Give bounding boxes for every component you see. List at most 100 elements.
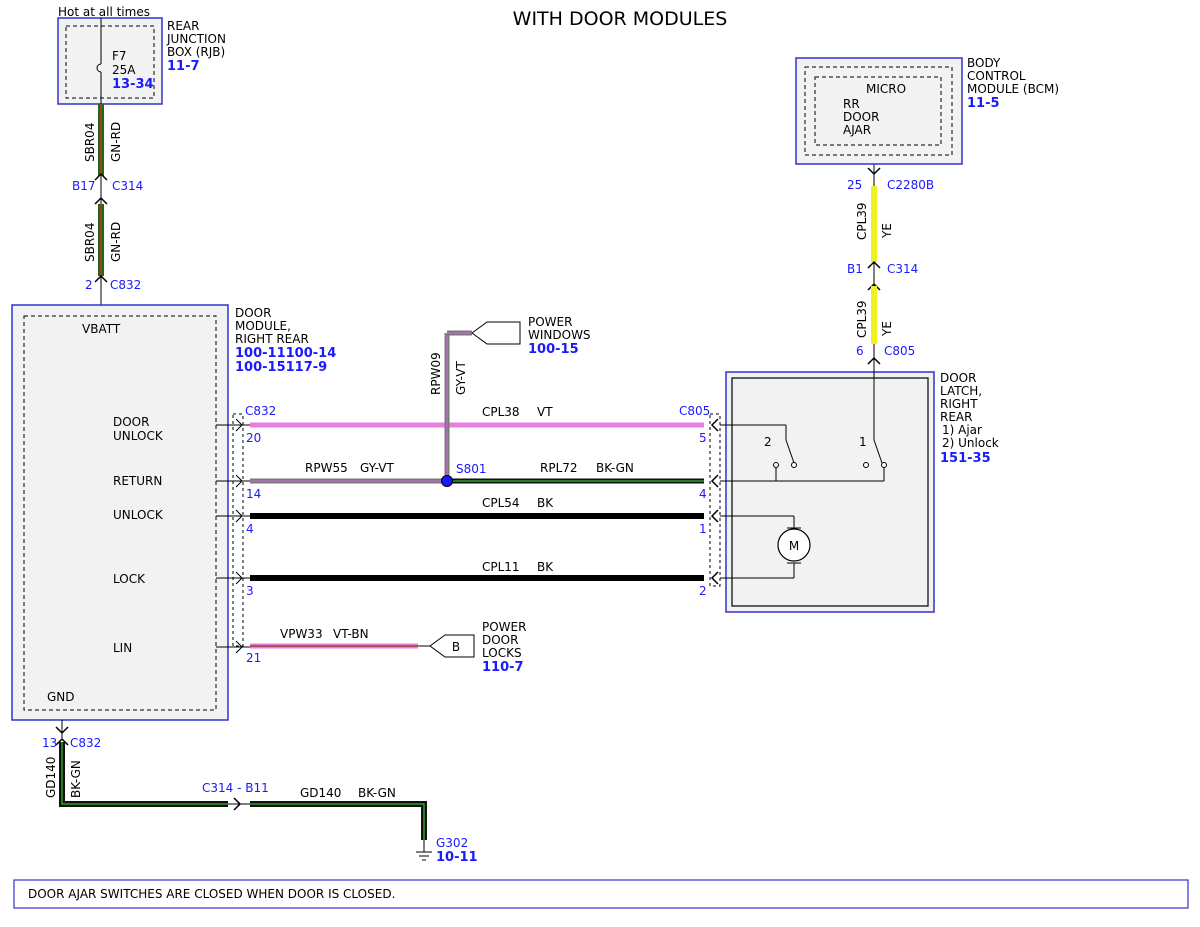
door-latch-name-3: RIGHT <box>940 397 978 411</box>
pin-lin-label: LIN <box>113 641 132 655</box>
c832-top-name: C832 <box>110 278 141 292</box>
connector-arrow-icon <box>867 167 881 176</box>
rpl72-circuit: RPL72 <box>540 461 578 475</box>
gd140-vert-color: BK-GN <box>69 760 83 798</box>
rjb-name-line-3: BOX (RJB) <box>167 45 225 59</box>
connector-arrow-icon <box>867 356 881 365</box>
gd140-horiz-circuit: GD140 <box>300 786 341 800</box>
vpw33-color: VT-BN <box>333 627 369 641</box>
pin-lock-label: LOCK <box>113 572 146 586</box>
connector-arrow-icon <box>55 737 69 746</box>
fuse-amps: 25A <box>112 63 136 77</box>
door-module-ref-1: 100-11100-14 <box>235 346 336 361</box>
power-windows-name-2: WINDOWS <box>528 328 591 342</box>
pin-right-4: 4 <box>699 487 707 501</box>
switch-contact-icon <box>773 462 779 468</box>
cpl54-color: BK <box>537 496 554 510</box>
pin-door-unlock-label-2: UNLOCK <box>113 429 164 443</box>
cpl11-wire: CPL11 BK <box>250 560 704 581</box>
module-pin-stubs <box>216 418 250 654</box>
switch-contact-icon <box>863 462 869 468</box>
cpl39-top-circuit: CPL39 <box>855 202 869 240</box>
sbr04-wire: SBR04 GN-RD SBR04 GN-RD B17 C314 2 C832 <box>72 104 143 305</box>
power-door-locks-ref: B POWER DOOR LOCKS 110-7 <box>418 620 526 675</box>
vpw33-circuit: VPW33 <box>280 627 323 641</box>
offpage-connector-icon <box>471 321 521 345</box>
cpl11-circuit: CPL11 <box>482 560 520 574</box>
pin-left-4: 4 <box>246 522 254 536</box>
door-module-name-2: MODULE, <box>235 319 291 333</box>
rjb-name-line-1: REAR <box>167 19 199 33</box>
motor-label: M <box>789 539 799 553</box>
c314-right-name: C314 <box>887 262 918 276</box>
bcm-name-3: MODULE (BCM) <box>967 82 1059 96</box>
connector-arrow-icon <box>94 196 108 205</box>
door-module-name-1: DOOR <box>235 306 271 320</box>
c805-arrows <box>710 418 719 585</box>
cpl39-wire: CPL39 YE CPL39 YE 25 C2280B B1 C314 6 C8… <box>847 167 934 365</box>
pin-door-unlock-label-1: DOOR <box>113 415 149 429</box>
fuse-ref: 13-34 <box>112 77 154 92</box>
cpl39-top-color: YE <box>880 223 894 239</box>
bcm-func-3: AJAR <box>843 123 871 137</box>
power-door-locks-connector: B <box>452 640 460 654</box>
c314-top-pin: B17 <box>72 179 96 193</box>
splice-s801-label: S801 <box>456 462 487 476</box>
note-box <box>13 879 1189 909</box>
pin-right-1: 1 <box>699 522 707 536</box>
motor-icon <box>777 528 811 562</box>
bcm-name-1: BODY <box>967 56 1001 70</box>
pin-left-20: 20 <box>246 431 261 445</box>
hot-at-all-times-label: Hot at all times <box>58 5 150 19</box>
power-windows-name-1: POWER <box>528 315 572 329</box>
vpw33-wire: VPW33 VT-BN <box>250 627 418 649</box>
gd140-horiz-color: BK-GN <box>358 786 396 800</box>
c832-gnd-name: C832 <box>70 736 101 750</box>
gd140-vert-circuit: GD140 <box>44 757 58 798</box>
door-latch-name-1: DOOR <box>940 371 976 385</box>
pin-right-5: 5 <box>699 431 707 445</box>
c314-gnd-name: C314 - B11 <box>202 781 269 795</box>
rpw55-wire: RPW55 GY-VT <box>250 461 447 484</box>
pin-left-21: 21 <box>246 651 261 665</box>
offpage-connector-icon <box>429 634 475 658</box>
cpl11-color: BK <box>537 560 554 574</box>
power-windows-ref: POWER WINDOWS 100-15 <box>471 315 591 357</box>
pin-return-label: RETURN <box>113 474 162 488</box>
rjb-ref: 11-7 <box>167 59 200 74</box>
switch-contact-icon <box>881 462 887 468</box>
sbr04-bot-color: GN-RD <box>109 222 123 262</box>
cpl38-color: VT <box>537 405 553 419</box>
connector-arrow-icon <box>94 274 108 283</box>
c2280b-pin: 25 <box>847 178 862 192</box>
c805-top-pin: 6 <box>856 344 864 358</box>
cpl54-circuit: CPL54 <box>482 496 520 510</box>
connector-arrow-icon <box>55 726 69 735</box>
rpw55-circuit: RPW55 <box>305 461 348 475</box>
c832-left-name: C832 <box>245 404 276 418</box>
rpl72-color: BK-GN <box>596 461 634 475</box>
cpl38-circuit: CPL38 <box>482 405 520 419</box>
door-latch-item-2: 2) Unlock <box>942 436 999 450</box>
bcm-name-2: CONTROL <box>967 69 1026 83</box>
c314-top-name: C314 <box>112 179 143 193</box>
power-door-locks-name-1: POWER <box>482 620 526 634</box>
sbr04-top-color: GN-RD <box>109 122 123 162</box>
door-latch-name-4: REAR <box>940 410 972 424</box>
sbr04-bot-circuit: SBR04 <box>83 223 97 262</box>
fuse-icon <box>96 63 102 73</box>
pin-unlock-label: UNLOCK <box>113 508 164 522</box>
power-windows-ref-num: 100-15 <box>528 342 579 357</box>
c314-right-pin: B1 <box>847 262 863 276</box>
pin-right-2: 2 <box>699 584 707 598</box>
body-control-module: MICRO RR DOOR AJAR BODY CONTROL MODULE (… <box>795 56 1059 165</box>
note-text: DOOR AJAR SWITCHES ARE CLOSED WHEN DOOR … <box>28 887 395 901</box>
diagram-title: WITH DOOR MODULES <box>513 8 728 30</box>
ground-name: G302 <box>436 836 468 850</box>
switch-contact-icon <box>791 462 797 468</box>
connector-arrow-icon <box>233 797 242 811</box>
door-module-right-rear: VBATT DOOR UNLOCK RETURN UNLOCK LOCK LIN… <box>11 304 336 721</box>
rpw55-color: GY-VT <box>360 461 394 475</box>
bcm-micro-label: MICRO <box>866 82 906 96</box>
